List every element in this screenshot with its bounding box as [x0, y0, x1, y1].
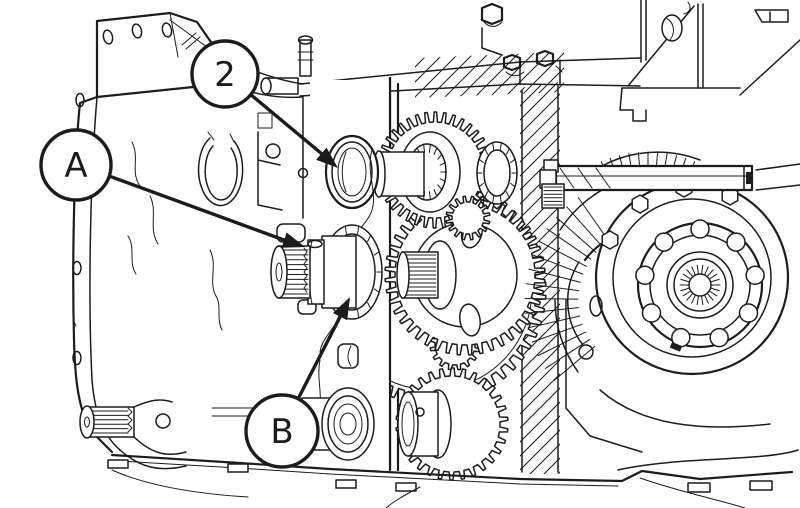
callout-B: B [244, 297, 350, 469]
callout-B-label: B [270, 412, 293, 452]
output-bar [539, 159, 800, 209]
interior-contours [127, 141, 259, 417]
bottom-rail [107, 453, 794, 508]
arrowhead-2 [316, 147, 338, 168]
arrowhead-A [281, 232, 305, 248]
housing-slots [276, 223, 359, 369]
callout-2-circle [190, 39, 260, 109]
diff-lower-body [565, 299, 799, 508]
interior-post [257, 95, 314, 223]
differential [524, 0, 800, 508]
mid-gear [384, 194, 546, 356]
input-shaft-assembly [270, 224, 383, 320]
top-fasteners [297, 2, 563, 77]
retaining-ring [307, 239, 323, 249]
arrowhead-B [333, 297, 350, 321]
upper-bracket [619, 0, 800, 122]
stud-boss [260, 77, 299, 95]
diff-ball-bearing [635, 219, 765, 352]
callout-A: A [39, 128, 305, 248]
seal-bore-ring [324, 134, 380, 210]
callout-A-circle [39, 128, 113, 202]
shaft-cylinder [321, 235, 357, 309]
stub-spline-shaft [79, 399, 187, 470]
callout-2: 2 [190, 39, 338, 168]
callout-A-label: A [64, 146, 87, 186]
callout-B-circle [244, 393, 320, 469]
snap-ring [197, 131, 244, 207]
callout-2-label: 2 [214, 55, 236, 95]
